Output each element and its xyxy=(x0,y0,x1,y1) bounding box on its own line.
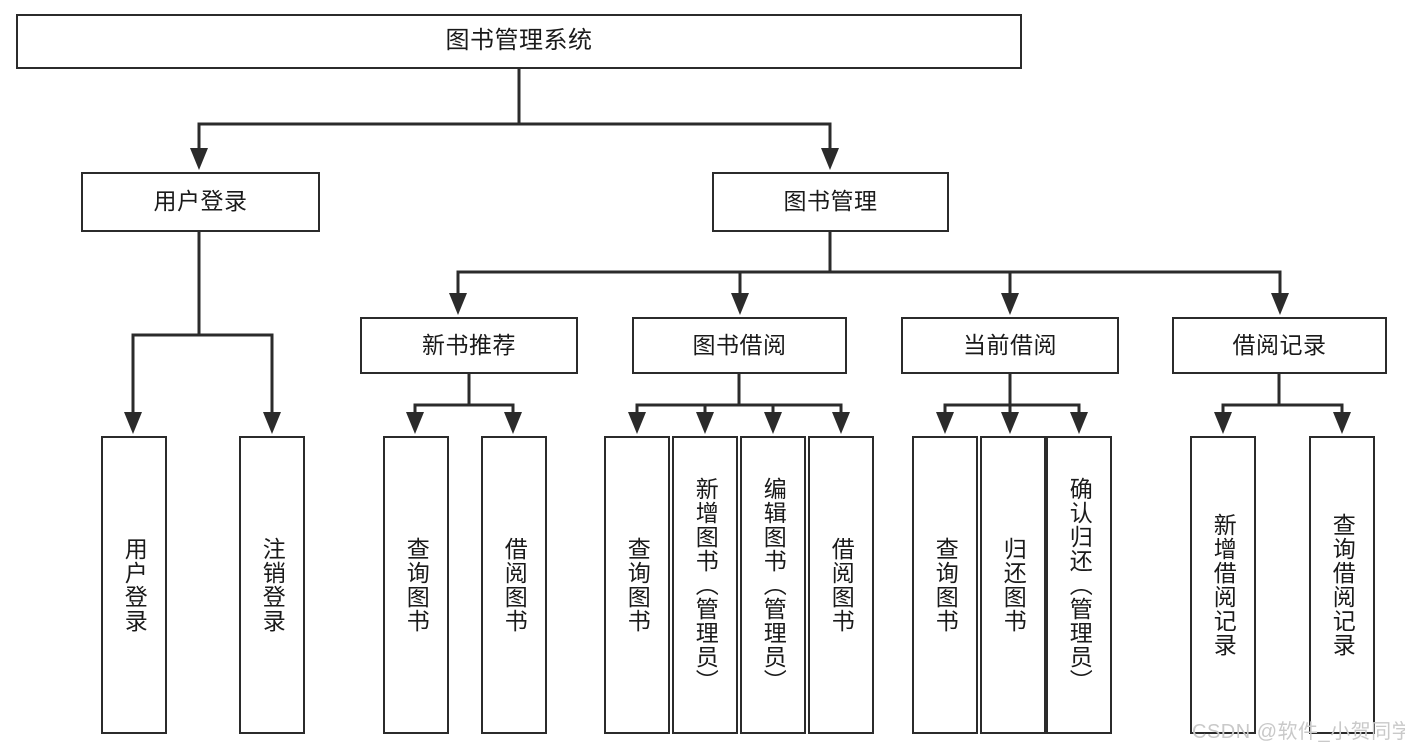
node-leaf-query-book-1[interactable]: 查询图书 xyxy=(383,436,449,734)
node-leaf-confirm-return[interactable]: 确认归还（管理员） xyxy=(1046,436,1112,734)
node-label: 归还图书 xyxy=(1000,537,1027,633)
arrowhead xyxy=(731,293,749,315)
node-borrow-record[interactable]: 借阅记录 xyxy=(1172,317,1387,374)
node-user-login[interactable]: 用户登录 xyxy=(81,172,320,232)
node-leaf-logout[interactable]: 注销登录 xyxy=(239,436,305,734)
node-leaf-user-login[interactable]: 用户登录 xyxy=(101,436,167,734)
node-label: 借阅记录 xyxy=(1232,331,1327,358)
node-leaf-add-book[interactable]: 新增图书（管理员） xyxy=(672,436,738,734)
node-label: 编辑图书（管理员） xyxy=(760,477,787,693)
node-leaf-borrow-book-1[interactable]: 借阅图书 xyxy=(481,436,547,734)
node-label: 查询借阅记录 xyxy=(1329,513,1356,657)
node-label: 查询图书 xyxy=(932,537,959,633)
arrowhead xyxy=(832,412,850,434)
node-root[interactable]: 图书管理系统 xyxy=(16,14,1022,69)
node-leaf-borrow-book-2[interactable]: 借阅图书 xyxy=(808,436,874,734)
node-new-book-recommend[interactable]: 新书推荐 xyxy=(360,317,578,374)
arrowhead xyxy=(504,412,522,434)
arrowhead xyxy=(449,293,467,315)
node-leaf-query-book-2[interactable]: 查询图书 xyxy=(604,436,670,734)
arrowhead xyxy=(1001,293,1019,315)
node-label: 查询图书 xyxy=(403,537,430,633)
node-label: 查询图书 xyxy=(624,537,651,633)
node-label: 注销登录 xyxy=(259,537,286,633)
node-label: 借阅图书 xyxy=(828,537,855,633)
node-book-management[interactable]: 图书管理 xyxy=(712,172,949,232)
arrowhead xyxy=(1070,412,1088,434)
arrowhead xyxy=(821,148,839,170)
node-label: 新书推荐 xyxy=(422,331,516,358)
arrowhead xyxy=(1271,293,1289,315)
node-current-borrow[interactable]: 当前借阅 xyxy=(901,317,1119,374)
arrowhead xyxy=(1333,412,1351,434)
arrowhead xyxy=(124,412,142,434)
node-label: 新增图书（管理员） xyxy=(692,477,719,693)
node-leaf-add-record[interactable]: 新增借阅记录 xyxy=(1190,436,1256,734)
node-leaf-return-book[interactable]: 归还图书 xyxy=(980,436,1046,734)
arrowhead xyxy=(936,412,954,434)
node-label: 当前借阅 xyxy=(963,331,1057,358)
watermark: CSDN @软件_小贺同学 xyxy=(1192,721,1405,743)
node-leaf-query-record[interactable]: 查询借阅记录 xyxy=(1309,436,1375,734)
node-label: 用户登录 xyxy=(121,537,148,633)
arrowhead xyxy=(406,412,424,434)
node-label: 借阅图书 xyxy=(501,537,528,633)
arrowhead xyxy=(263,412,281,434)
node-label: 图书管理 xyxy=(783,188,878,215)
arrowhead xyxy=(628,412,646,434)
arrowhead xyxy=(1214,412,1232,434)
arrowhead xyxy=(696,412,714,434)
node-label: 新增借阅记录 xyxy=(1210,513,1237,657)
node-label: 图书借阅 xyxy=(692,331,787,358)
node-leaf-query-book-3[interactable]: 查询图书 xyxy=(912,436,978,734)
arrowhead xyxy=(1001,412,1019,434)
node-book-borrow[interactable]: 图书借阅 xyxy=(632,317,847,374)
node-label: 图书管理系统 xyxy=(445,27,593,55)
arrowhead xyxy=(764,412,782,434)
node-leaf-edit-book[interactable]: 编辑图书（管理员） xyxy=(740,436,806,734)
node-label: 确认归还（管理员） xyxy=(1066,477,1093,693)
node-label: 用户登录 xyxy=(153,188,248,215)
arrowhead xyxy=(190,148,208,170)
